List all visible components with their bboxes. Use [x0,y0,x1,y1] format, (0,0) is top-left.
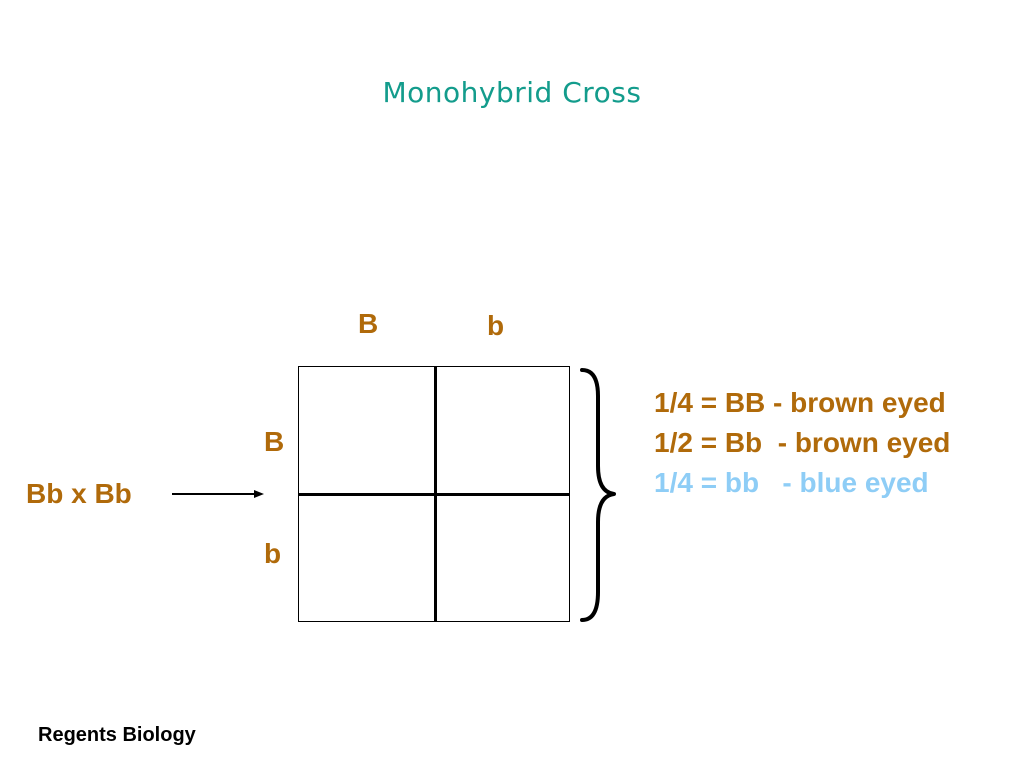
grid-horizontal-divider [299,493,569,496]
punnett-cell-Bb-bottom [299,496,434,621]
punnett-cell-bb [437,496,569,621]
side-allele-1: B [264,426,285,457]
slide-title: Monohybrid Cross [382,76,642,109]
top-allele-1: B [358,308,379,339]
result-Bb: 1/2 = Bb - brown eyed [654,427,951,458]
result-BB: 1/4 = BB - brown eyed [654,387,946,418]
curly-brace-icon [580,368,616,622]
punnett-cell-BB [299,367,434,493]
footer-label: Regents Biology [38,724,196,746]
results-list: 1/4 = BB - brown eyed 1/2 = Bb - brown e… [654,388,950,508]
punnett-cell-Bb-top [437,367,569,493]
cross-label: Bb x Bb [26,478,132,509]
top-allele-2: b [487,310,505,341]
result-bb: 1/4 = bb - blue eyed [654,467,929,498]
arrow-icon [172,490,264,498]
side-allele-2: b [264,538,282,569]
punnett-square [298,366,570,622]
